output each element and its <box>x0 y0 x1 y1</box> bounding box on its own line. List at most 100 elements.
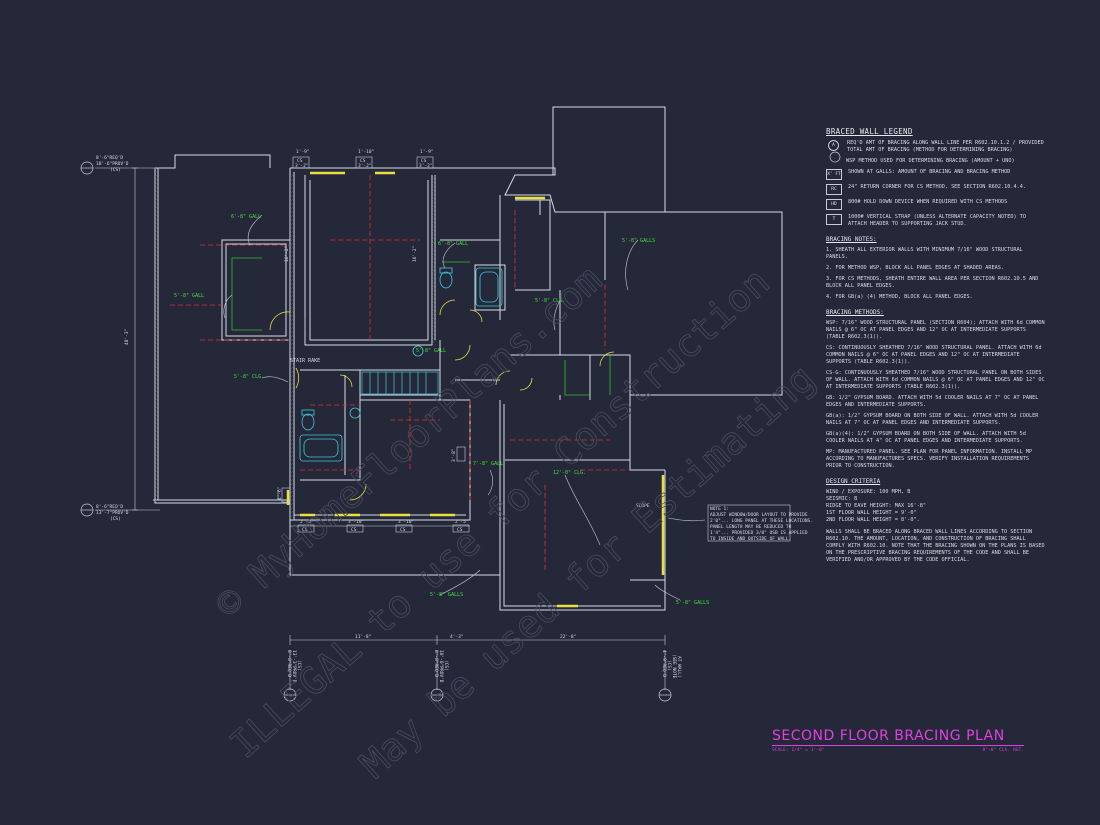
dim-top3: 1'-9" <box>420 149 434 155</box>
legend-panel: BRACED WALL LEGEND A REQ'D AMT OF BRACING… <box>826 128 1046 568</box>
dim-left-small: 4'-6" <box>277 486 283 500</box>
cs-tag-3: CS <box>421 158 427 164</box>
dim-bottom-seg2: 3'-10" <box>348 519 364 525</box>
bracing-method: GB(a)(4): 1/2" GYPSUM BOARD ON BOTH SIDE… <box>826 431 1026 444</box>
label-wall3: 6'-8" GALL <box>438 241 468 247</box>
bracing-methods-title: BRACING METHODS: <box>826 309 884 316</box>
bracing-method: CS: CONTINUOUSLY SHEATHED 7/16" WOOD STR… <box>826 345 1042 365</box>
grid-b-req: 8'-6"REQ'D <box>96 504 123 510</box>
bracing-method: GB: 1/2" GYPSUM BOARD. ATTACH WITH 5d CO… <box>826 395 1039 408</box>
legend-row: A REQ'D AMT OF BRACING ALONG WALL LINE PE… <box>826 140 1046 154</box>
label-wall4: 5'-8" GALLS <box>622 238 655 244</box>
plan-text: 1'-9" 1'-10" 1'-9" CS 3'-2" CS 3'-2" CS … <box>96 149 813 683</box>
grid-c-method: (CS) <box>296 660 302 671</box>
title-subline: SCALE: 1/4" = 1'-0" 8'-0" CLG. HGT. <box>772 748 1024 753</box>
dim-left-height: 48'-3" <box>124 329 130 345</box>
dim-bottom-seg1: 2'-5" <box>300 519 314 525</box>
design-criteria-item: 1ST FLOOR WALL HEIGHT = 9'-0" <box>826 510 917 516</box>
hatched-walls <box>155 168 436 520</box>
legend-symbol: X' FT <box>826 169 842 180</box>
label-clg3: 12'-0" CLG. <box>553 470 586 476</box>
cs-tag-2b: 3'-2" <box>358 163 372 169</box>
design-criteria-paragraph: WALLS SHALL BE BRACED ALONG BRACED WALL … <box>826 529 1045 563</box>
bracing-labels: 6'-8" GALL 5'-8" GALL 6'-8" GALL 5'-8" G… <box>174 214 709 606</box>
bracing-notes-title: BRACING NOTES: <box>826 236 877 243</box>
grid-d-prov: 10'-0"PROV'D <box>438 650 444 683</box>
label-walls7: 5'-8" GALLS <box>676 600 709 606</box>
design-criteria-item: RIDGE TO EAVE HEIGHT: MAX 16'-8" <box>826 503 926 509</box>
grid-e-req: 4'-9"REQ'D <box>661 650 667 677</box>
dim-mid-small: 3'-8" <box>451 448 457 462</box>
title-block: SECOND FLOOR BRACING PLAN SCALE: 1/4" = … <box>772 728 1024 753</box>
cs-tag-2: CS <box>360 158 366 164</box>
dim-bottom-run1: 11'-8" <box>355 634 371 640</box>
scale-value: 1/4" = 1'-0" <box>791 748 825 753</box>
dim-bottom-run3: 22'-8" <box>560 634 576 640</box>
grid-e-note2: AT WALL) <box>676 656 682 678</box>
bracing-note: 2. FOR METHOD WSP, BLOCK ALL PANEL EDGES… <box>826 265 1005 271</box>
dim-top1: 1'-9" <box>296 149 310 155</box>
label-clg1: 5'-8" CLG. <box>535 298 565 304</box>
bracing-method: WSP: 7/16" WOOD STRUCTURAL PANEL (SECTIO… <box>826 320 1045 340</box>
bracing-method: CS-G: CONTINUOUSLY SHEATHED 7/16" WOOD S… <box>826 370 1045 390</box>
label-wall1: 6'-8" GALL <box>231 214 261 220</box>
label-gall5: 7'-8" GALL <box>473 461 503 467</box>
bracing-note: 1. SHEATH ALL EXTERIOR WALLS WITH MINIMU… <box>826 247 1023 260</box>
legend-row: HD 800# HOLD DOWN DEVICE WHEN REQUIRED WI… <box>826 199 1046 210</box>
dim-top2: 1'-10" <box>358 149 374 155</box>
braced-wall-lines <box>170 175 630 570</box>
dim-v1: 16'-2" <box>284 246 290 262</box>
cs-tags <box>281 156 791 542</box>
bracing-method: GB(a): 1/2" GYPSUM BOARD ON BOTH SIDE OF… <box>826 413 1039 426</box>
design-criteria-item: WIND / EXPOSURE: 100 MPH, B <box>826 489 911 495</box>
grid-a-req: 8'-6"REQ'D <box>96 155 123 161</box>
grid-c-prov: 13'-3"PROV'D <box>291 650 297 683</box>
ceiling-height: 8'-0" CLG. HGT. <box>982 748 1025 753</box>
note-title: NOTE 1: <box>710 506 729 512</box>
bath-fixtures <box>299 267 503 462</box>
cs-bottom-3: CS <box>400 527 406 533</box>
cs-tag-1: CS <box>297 158 303 164</box>
design-criteria-item: SEISMIC: B <box>826 496 858 502</box>
grid-bubbles <box>80 151 841 702</box>
legend-symbol: HD <box>826 199 842 210</box>
legend-title: BRACED WALL LEGEND <box>826 127 913 136</box>
dim-bottom-seg4: 2'-5" <box>455 519 469 525</box>
label-walls6: 5'-8" GALLS <box>430 592 463 598</box>
sheet-title: SECOND FLOOR BRACING PLAN <box>772 728 1024 746</box>
cs-bottom-1: CS <box>302 527 308 533</box>
bracing-note: 4. FOR GB(a) (4) METHOD, BLOCK ALL PANEL… <box>826 294 973 300</box>
grid-b-method: (CS) <box>110 516 121 522</box>
legend-text: 24" RETURN CORNER FOR CS METHOD, SEE SEC… <box>848 184 1027 190</box>
legend-row: WSP METHOD USED FOR DETERMINING BRACING … <box>826 158 1046 165</box>
note-line-2: 2'0"... LONG PANEL AT THESE LOCATIONS. <box>710 518 813 524</box>
label-clg2: 5'-8" CLG. <box>234 374 264 380</box>
grid-d-req: 8'-8"REQ'D <box>433 650 439 677</box>
grid-b-prov: 13'-7"PROV'D <box>96 510 129 516</box>
grid-a-method: (CS) <box>110 167 121 173</box>
scale-group: SCALE: 1/4" = 1'-0" <box>772 748 825 753</box>
grid-d-method: (CS) <box>443 660 449 671</box>
legend-text: WSP METHOD USED FOR DETERMINING BRACING … <box>846 158 1015 164</box>
interior-walls <box>221 175 631 481</box>
green-panel-outlines <box>231 257 611 396</box>
legend-text: REQ'D AMT OF BRACING ALONG WALL LINE PER… <box>847 140 1044 153</box>
legend-symbol: A <box>828 140 839 151</box>
grid-e-method: (CS) <box>666 660 672 671</box>
legend-symbol: T <box>826 214 842 225</box>
braced-panels <box>286 171 665 608</box>
dim-bottom-run2: 4'-3" <box>450 634 464 640</box>
note-line-4: 1'4"... PROVIDED 3/8" OSB IS APPLIED <box>710 530 808 536</box>
stair <box>361 371 439 395</box>
bracing-method: MP: MANUFACTURED PANEL. SEE PLAN FOR PAN… <box>826 449 1033 469</box>
stair-rake-label: STAIR RAKE <box>290 358 320 364</box>
label-gall8: 5'-8" GALL <box>416 348 446 354</box>
legend-text: 800# HOLD DOWN DEVICE WHEN REQUIRED WITH… <box>848 199 1008 205</box>
bracing-note: 3. FOR CS METHODS, SHEATH ENTIRE WALL AR… <box>826 276 1039 289</box>
exterior-walls <box>153 106 783 611</box>
scale-label: SCALE: <box>772 748 789 753</box>
